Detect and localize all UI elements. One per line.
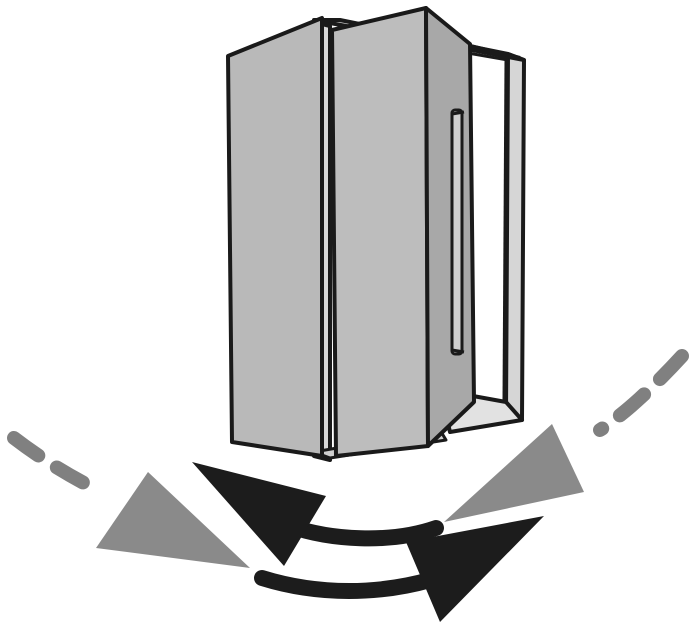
door-handle-icon — [450, 108, 465, 356]
dashed-path-left — [7, 431, 109, 499]
swing-arrow-lower — [254, 516, 544, 622]
swing-arrow-icon — [192, 462, 444, 566]
folding-door-left-panel — [226, 16, 324, 458]
swing-arrow-gray-left — [96, 472, 250, 568]
dashed-path-right — [593, 349, 689, 437]
swing-arrow-gray-right — [444, 424, 584, 522]
folding-door-icon — [330, 6, 430, 458]
folding-door-right-panel — [424, 6, 476, 448]
